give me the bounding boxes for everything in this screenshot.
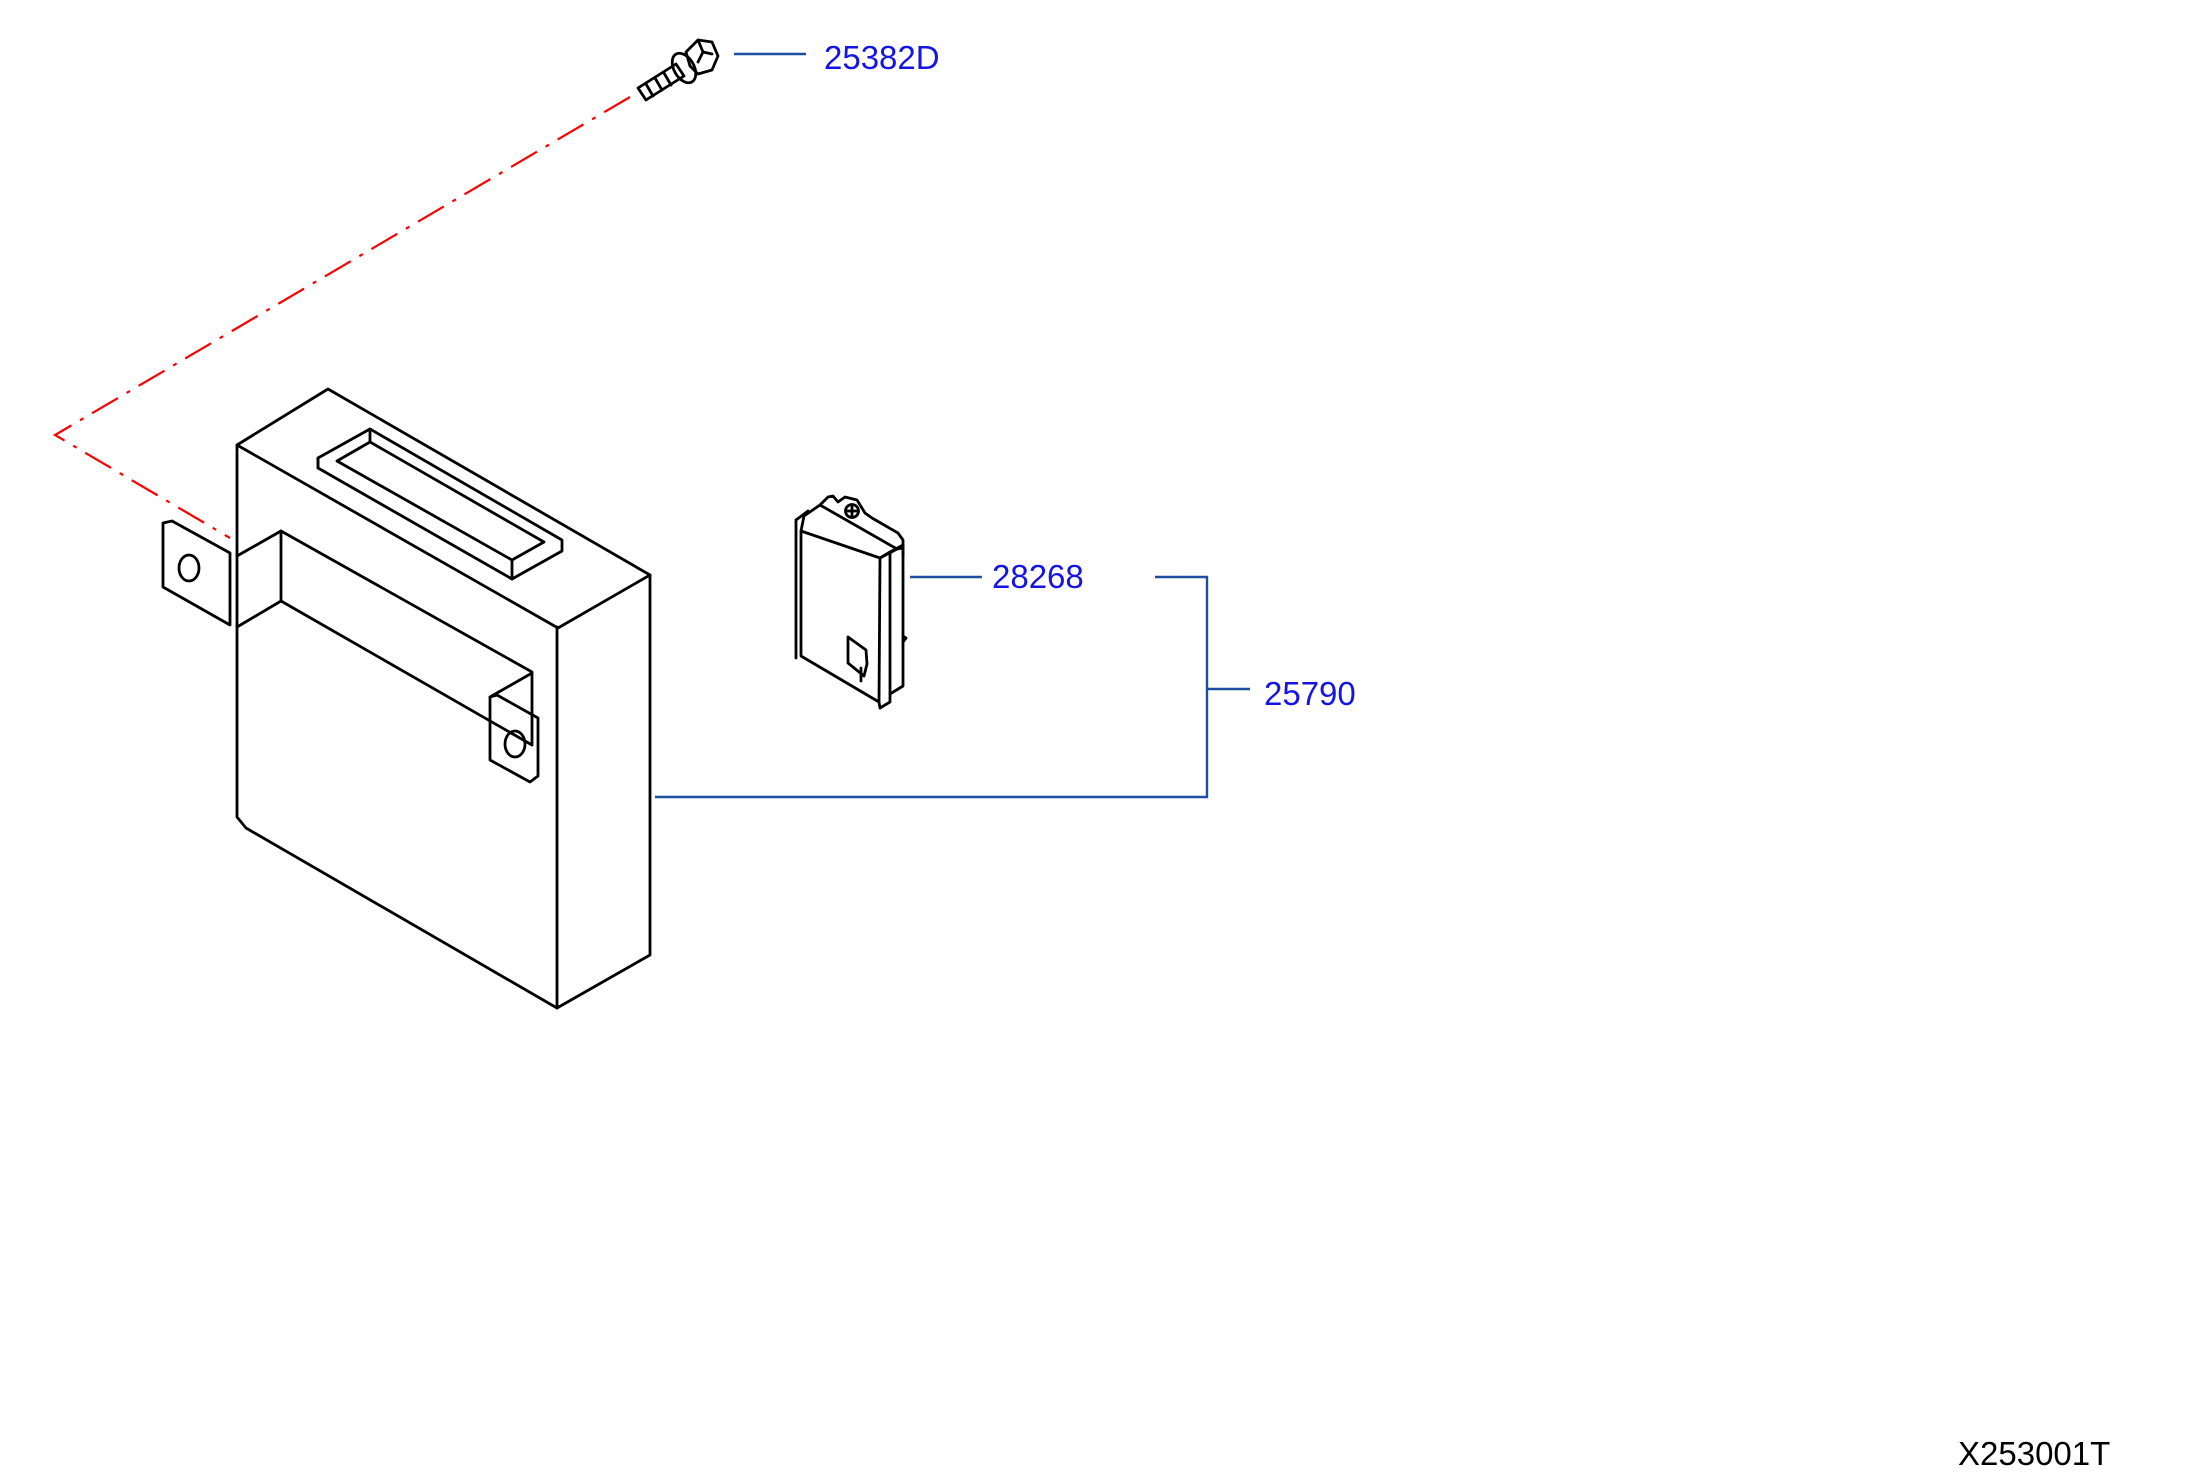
callout-25382D: 25382D bbox=[824, 39, 940, 76]
assembly-bracket-line bbox=[655, 575, 1209, 799]
bolt-part bbox=[636, 38, 720, 102]
figure-code: X253001T bbox=[1958, 1435, 2110, 1472]
callout-28268: 28268 bbox=[992, 558, 1084, 595]
callout-25790: 25790 bbox=[1264, 675, 1356, 712]
sub-module-part bbox=[794, 494, 908, 710]
control-unit-part bbox=[161, 387, 652, 1010]
install-guide-line bbox=[52, 96, 631, 539]
